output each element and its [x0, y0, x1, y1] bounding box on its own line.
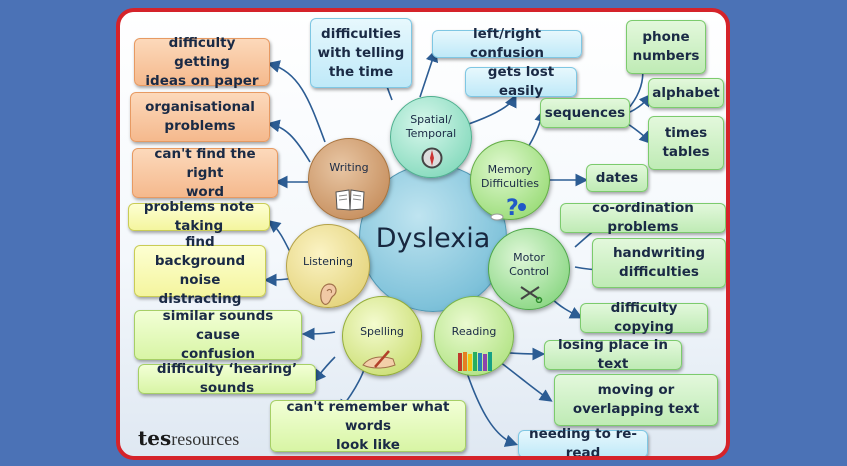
item-phone-numbers: phone numbers [626, 20, 706, 74]
category-reading: Reading [434, 296, 514, 376]
compass-icon [421, 147, 443, 169]
item-copying: difficulty copying [580, 300, 708, 335]
item-background-noise: find background noise distracting [134, 234, 266, 307]
center-label: Dyslexia [375, 222, 491, 254]
item-hearing-sounds: difficulty ‘hearing’ sounds [138, 361, 316, 396]
tes-resources-logo: tesresources [138, 426, 239, 450]
category-memory-difficulties: Memory Difficulties ? [470, 140, 550, 221]
item-dates: dates [586, 164, 648, 192]
item-handwriting: handwriting difficulties [592, 238, 726, 288]
book-icon [335, 189, 365, 211]
item-left-right: left/right confusion [432, 26, 582, 61]
ear-icon [320, 283, 337, 306]
writing-hand-icon [362, 350, 396, 369]
logo-suffix: resources [171, 429, 240, 449]
svg-text:?: ? [506, 196, 519, 221]
item-reread: needing to re-read [518, 426, 648, 456]
category-spatial-label: Spatial/ Temporal [405, 113, 457, 140]
category-motor-control: Motor Control [488, 228, 570, 310]
item-gets-lost: gets lost easily [465, 64, 577, 99]
dyslexia-mind-map: Dyslexia Writing Spatial/ Temporal Memor… [116, 8, 730, 460]
item-coordination: co-ordination problems [560, 200, 726, 235]
item-alphabet: alphabet [648, 78, 724, 108]
books-icon [458, 352, 492, 371]
category-listening: Listening [286, 224, 370, 308]
category-spelling-label: Spelling [360, 325, 404, 338]
item-organisational-problems: organisational problems [130, 92, 270, 142]
item-remember-words: can't remember what words look like [270, 399, 466, 453]
category-memory-label: Memory Difficulties [480, 163, 540, 190]
category-reading-label: Reading [451, 325, 497, 338]
item-losing-place: losing place in text [544, 337, 682, 372]
question-thinker-icon: ? [490, 196, 526, 221]
item-telling-time: difficulties with telling the time [310, 18, 412, 88]
category-spatial-temporal: Spatial/ Temporal [390, 96, 472, 178]
scissors-icon [520, 286, 543, 303]
item-sequences: sequences [540, 98, 630, 128]
item-right-word: can't find the right word [132, 146, 278, 200]
item-ideas-on-paper: difficulty getting ideas on paper [134, 35, 270, 89]
category-spelling: Spelling [342, 296, 422, 376]
item-similar-sounds: similar sounds cause confusion [134, 308, 302, 362]
category-writing: Writing [308, 138, 390, 220]
item-note-taking: problems note taking [128, 199, 270, 234]
category-listening-label: Listening [303, 255, 353, 268]
logo-brand: tes [138, 426, 172, 450]
category-motor-label: Motor Control [509, 251, 549, 278]
category-writing-label: Writing [329, 161, 369, 174]
item-overlapping-text: moving or overlapping text [554, 374, 718, 426]
item-times-tables: times tables [648, 116, 724, 170]
